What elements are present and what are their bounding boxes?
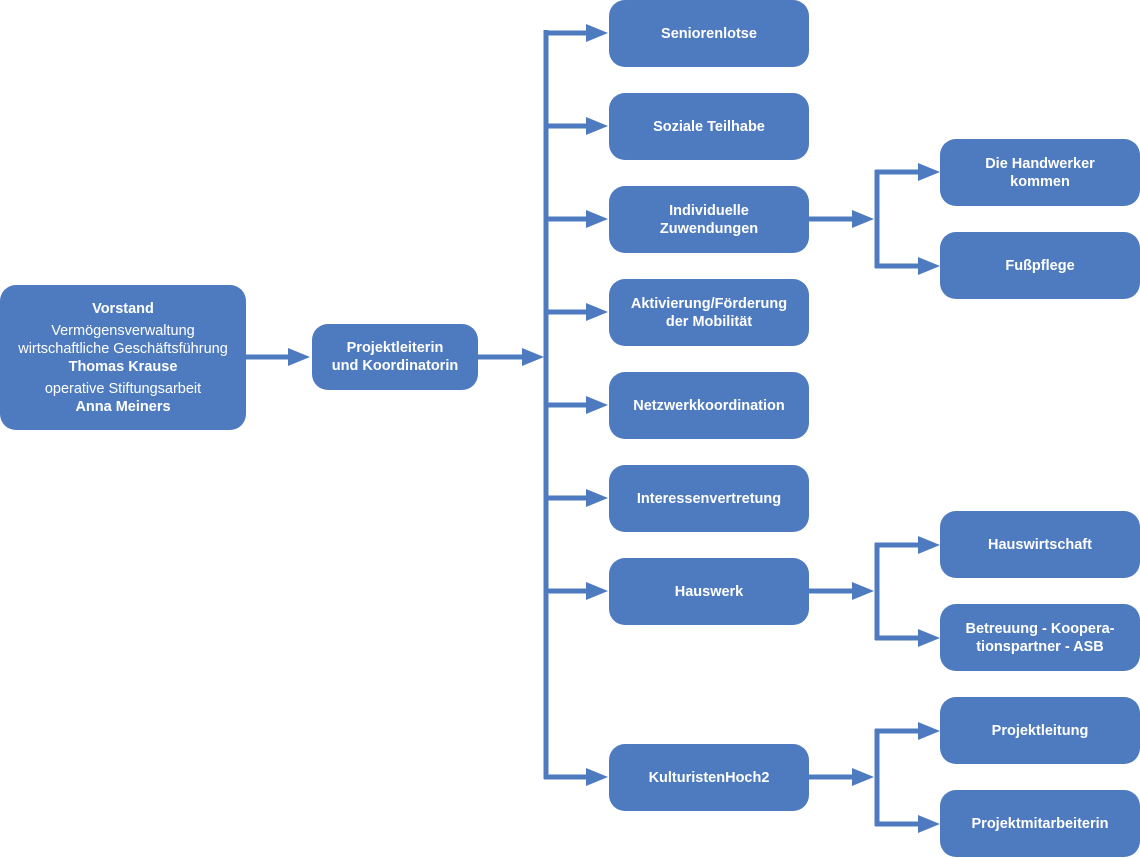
subunit-projektleitung: Projektleitung: [940, 697, 1140, 764]
department-label-line2: der Mobilität: [665, 313, 753, 330]
arrowhead-zuwendungen-sub: [852, 210, 874, 228]
vorstand-box: Vorstand Vermögensverwaltung wirtschaftl…: [0, 285, 246, 430]
arrowhead-hauswerk: [586, 582, 608, 600]
arrowhead-soziale-teilhabe: [586, 117, 608, 135]
arrowhead-interessen: [586, 489, 608, 507]
projektleiterin-line2: und Koordinatorin: [331, 358, 459, 374]
vorstand-line-stiftungsarbeit: operative Stiftungsarbeit: [44, 380, 202, 397]
arrowhead-fusspflege: [918, 257, 940, 275]
subunit-label: Projektmitarbeiterin: [971, 815, 1109, 832]
arrowhead-mobilitaet: [586, 303, 608, 321]
department-aktivierung-mobilitaet: Aktivierung/Förderung der Mobilität: [609, 279, 809, 346]
department-label: Soziale Teilhabe: [653, 118, 765, 135]
subunit-label: Fußpflege: [1005, 257, 1075, 274]
arrowhead-hauswirtschaft: [918, 536, 940, 554]
arrowhead-kulturisten: [586, 768, 608, 786]
department-soziale-teilhabe: Soziale Teilhabe: [609, 93, 809, 160]
department-label: Individuelle: [669, 202, 749, 219]
subunit-hauswirtschaft: Hauswirtschaft: [940, 511, 1140, 578]
arrowhead-trunk: [522, 348, 544, 366]
vorstand-person-meiners: Anna Meiners: [75, 398, 171, 415]
arrowhead-betreuung: [918, 629, 940, 647]
arrowhead-seniorenlotse: [586, 24, 608, 42]
arrowhead-projektleitung: [918, 722, 940, 740]
arrowhead-projektmitarbeiterin: [918, 815, 940, 833]
department-netzwerkkoordination: Netzwerkkoordination: [609, 372, 809, 439]
department-seniorenlotse: Seniorenlotse: [609, 0, 809, 67]
subunit-label: Betreuung - Kooperа-: [965, 620, 1115, 637]
arrowhead-handwerker: [918, 163, 940, 181]
subunit-label: Die Handwerker: [985, 155, 1095, 172]
department-hauswerk: Hauswerk: [609, 558, 809, 625]
subunit-label: Projektleitung: [991, 722, 1089, 739]
department-label-line2: Zuwendungen: [659, 220, 759, 237]
subunit-label: Hauswirtschaft: [988, 536, 1092, 553]
vorstand-title: Vorstand: [92, 300, 154, 317]
vorstand-line-vermoegensverwaltung: Vermögensverwaltung: [51, 322, 195, 339]
department-label: KulturistenHoch2: [648, 769, 770, 786]
subunit-projektmitarbeiterin: Projektmitarbeiterin: [940, 790, 1140, 857]
subunit-fusspflege: Fußpflege: [940, 232, 1140, 299]
department-interessenvertretung: Interessenvertretung: [609, 465, 809, 532]
vorstand-line-geschaeftsfuehrung: wirtschaftliche Geschäftsführung: [18, 340, 228, 357]
department-kulturistenhoch2: KulturistenHoch2: [609, 744, 809, 811]
projektleiterin-line1: Projektleiterin: [346, 340, 444, 356]
department-label: Netzwerkkoordination: [633, 397, 785, 414]
arrowhead-zuwendungen: [586, 210, 608, 228]
department-label: Seniorenlotse: [661, 25, 757, 42]
department-label: Interessenvertretung: [636, 490, 782, 507]
arrowhead-kulturisten-sub: [852, 768, 874, 786]
department-individuelle-zuwendungen: Individuelle Zuwendungen: [609, 186, 809, 253]
department-label: Hauswerk: [674, 583, 744, 600]
department-label: Aktivierung/Förderung: [630, 295, 788, 312]
projektleiterin-box: Projektleiterin und Koordinatorin: [312, 324, 478, 390]
subunit-betreuung-asb: Betreuung - Kooperа- tionspartner - ASB: [940, 604, 1140, 671]
arrowhead-projektleiterin: [288, 348, 310, 366]
subunit-label-line2: tionspartner - ASB: [976, 638, 1104, 655]
vorstand-person-krause: Thomas Krause: [68, 358, 178, 375]
arrowhead-hauswerk-sub: [852, 582, 874, 600]
subunit-label-line2: kommen: [1010, 173, 1070, 190]
arrowhead-netzwerk: [586, 396, 608, 414]
subunit-die-handwerker-kommen: Die Handwerker kommen: [940, 139, 1140, 206]
